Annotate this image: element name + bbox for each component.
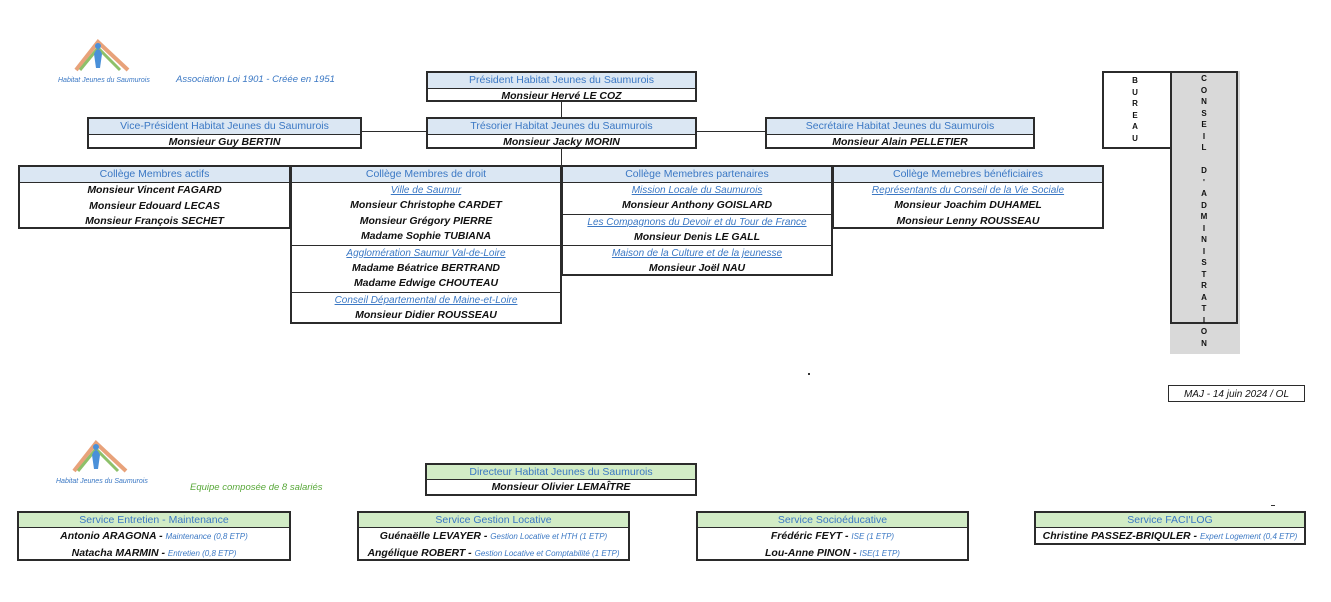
president-box: Président Habitat Jeunes du Saumurois Mo… — [426, 71, 697, 102]
logo-top: Habitat Jeunes du Saumurois — [58, 36, 153, 84]
org-link[interactable]: Maison de la Culture et de la jeunesse — [611, 248, 783, 259]
service-facilog-box: Service FACI'LOG Christine PASSEZ-BRIQUL… — [1034, 511, 1306, 545]
service-title: Service Gestion Locative — [359, 513, 628, 528]
logo-text: Habitat Jeunes du Saumurois — [58, 77, 150, 84]
org-link[interactable]: Conseil Départemental de Maine-et-Loire — [334, 294, 518, 306]
member: Monsieur Vincent FAGARD — [87, 184, 222, 196]
member: Monsieur Lenny ROUSSEAU — [896, 214, 1040, 227]
college-droit-box: Collège Membres de droit Ville de Saumur… — [290, 165, 562, 324]
directeur-name: Monsieur Olivier LEMAÎTRE — [491, 481, 631, 493]
service-title: Service Entretien - Maintenance — [19, 513, 289, 528]
college-droit-title: Collège Membres de droit — [292, 167, 560, 183]
org-link[interactable]: Ville de Saumur — [390, 185, 462, 196]
college-beneficiaires-box: Collège Memebres bénéficiaires Représent… — [832, 165, 1104, 229]
member: Monsieur Didier ROUSSEAU — [355, 308, 497, 321]
service-entretien-box: Service Entretien - Maintenance Antonio … — [17, 511, 291, 561]
secretaire-name: Monsieur Alain PELLETIER — [832, 136, 968, 148]
service-title: Service FACI'LOG — [1036, 513, 1304, 528]
college-actifs-box: Collège Membres actifs Monsieur Vincent … — [18, 165, 291, 229]
vice-president-name: Monsieur Guy BERTIN — [168, 136, 281, 148]
staff-row: Guénaëlle LEVAYER - Gestion Locative et … — [379, 530, 608, 542]
member: Monsieur Denis LE GALL — [633, 230, 760, 243]
service-title: Service Socioéducative — [698, 513, 967, 528]
org-link[interactable]: Agglomération Saumur Val-de-Loire — [346, 247, 506, 259]
president-title: Président Habitat Jeunes du Saumurois — [428, 73, 695, 89]
college-beneficiaires-title: Collège Memebres bénéficiaires — [834, 167, 1102, 183]
member: Monsieur Grégory PIERRE — [359, 214, 493, 227]
logo-bottom: Habitat Jeunes du Saumurois — [56, 437, 151, 487]
staff-row: Frédéric FEYT - ISE (1 ETP) — [770, 530, 895, 542]
college-partenaires-title: Collège Memebres partenaires — [563, 167, 831, 183]
member: Madame Sophie TUBIANA — [360, 230, 492, 242]
member: Monsieur Joachim DUHAMEL — [894, 199, 1042, 211]
member: Monsieur Anthony GOISLARD — [621, 199, 773, 211]
member: Madame Béatrice BERTRAND — [351, 261, 500, 274]
service-gestion-box: Service Gestion Locative Guénaëlle LEVAY… — [357, 511, 630, 561]
college-partenaires-box: Collège Memebres partenaires Mission Loc… — [561, 165, 833, 276]
equipe-note: Equipe composée de 8 salariés — [190, 482, 323, 493]
member: Madame Edwige CHOUTEAU — [353, 277, 499, 289]
secretaire-title: Secrétaire Habitat Jeunes du Saumurois — [767, 119, 1033, 135]
org-link[interactable]: Les Compagnons du Devoir et du Tour de F… — [587, 216, 807, 228]
member: Monsieur Christophe CARDET — [350, 199, 502, 211]
org-link[interactable]: Représentants du Conseil de la Vie Socia… — [871, 185, 1065, 196]
tresorier-box: Trésorier Habitat Jeunes du Saumurois Mo… — [426, 117, 697, 149]
service-socioeducative-box: Service Socioéducative Frédéric FEYT - I… — [696, 511, 969, 561]
logo-mark-icon — [74, 39, 130, 72]
vice-president-box: Vice-Président Habitat Jeunes du Saumuro… — [87, 117, 362, 149]
staff-row: Christine PASSEZ-BRIQULER - Expert Logem… — [1042, 530, 1298, 542]
member: Monsieur Joël NAU — [648, 262, 746, 274]
secretaire-box: Secrétaire Habitat Jeunes du Saumurois M… — [765, 117, 1035, 149]
staff-row: Natacha MARMIN - Entretien (0,8 ETP) — [71, 547, 237, 559]
tresorier-name: Monsieur Jacky MORIN — [503, 136, 620, 148]
member: Monsieur François SECHET — [85, 215, 224, 227]
staff-row: Antonio ARAGONA - Maintenance (0,8 ETP) — [60, 530, 248, 542]
president-name: Monsieur Hervé LE COZ — [501, 90, 622, 102]
maj-note: MAJ - 14 juin 2024 / OL — [1168, 385, 1305, 402]
association-note: Association Loi 1901 - Créée en 1951 — [176, 74, 335, 85]
tresorier-title: Trésorier Habitat Jeunes du Saumurois — [428, 119, 695, 135]
org-link[interactable]: Mission Locale du Saumurois — [631, 185, 763, 196]
vice-president-title: Vice-Président Habitat Jeunes du Saumuro… — [89, 119, 360, 135]
staff-row: Angélique ROBERT - Gestion Locative et C… — [367, 547, 620, 559]
logo-mark-icon — [72, 440, 128, 473]
college-actifs-title: Collège Membres actifs — [20, 167, 289, 183]
staff-row: Lou-Anne PINON - ISE(1 ETP) — [765, 547, 900, 559]
directeur-title: Directeur Habitat Jeunes du Saumurois — [427, 465, 695, 480]
member: Monsieur Edouard LECAS — [89, 199, 220, 212]
logo-text: Habitat Jeunes du Saumurois — [56, 478, 148, 485]
directeur-box: Directeur Habitat Jeunes du Saumurois Mo… — [425, 463, 697, 496]
